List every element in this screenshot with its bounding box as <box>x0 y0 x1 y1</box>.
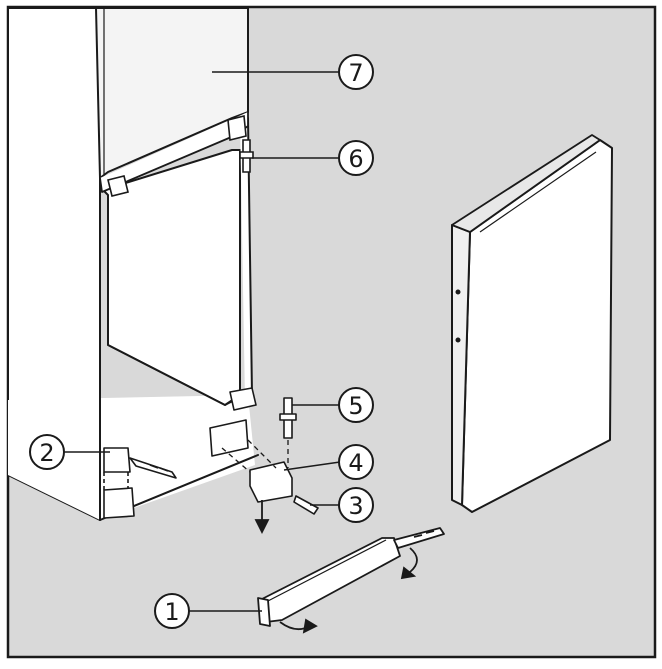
hinge-bracket-left-dash <box>103 472 129 490</box>
callout-label-3: 3 <box>348 492 363 520</box>
screw-3 <box>293 495 319 515</box>
callout-circle-7 <box>338 54 374 90</box>
door-hole-top <box>455 289 461 295</box>
dash-bracket-line <box>221 447 251 473</box>
callout-circle-4 <box>338 444 374 480</box>
detached-door-inner-edge <box>479 151 597 233</box>
callout-circle-1 <box>154 593 190 629</box>
cabinet-base <box>8 395 255 520</box>
rotate-arrow-right-curve <box>409 547 418 573</box>
down-arrow-head <box>254 519 270 535</box>
callout-circle-2 <box>29 434 65 470</box>
base-cover-end <box>257 597 271 627</box>
hinge-part-4 <box>249 461 293 503</box>
callout-circle-5 <box>338 387 374 423</box>
callout-7: 7 <box>212 54 374 90</box>
callout-label-5: 5 <box>348 392 363 420</box>
callout-label-7: 7 <box>348 59 363 87</box>
appliance-cabinet <box>7 7 259 521</box>
alignment-lines <box>221 439 289 473</box>
callout-label-4: 4 <box>348 449 363 477</box>
callout-4: 4 <box>283 444 374 480</box>
upper-hinge-pin-cap <box>239 151 254 159</box>
hinge-bracket-left <box>103 447 131 473</box>
rotate-arrow-left-head <box>302 618 318 634</box>
callout-circle-6 <box>338 140 374 176</box>
screwdriver-right-grip <box>413 530 435 538</box>
upper-hinge-pin <box>107 114 254 197</box>
base-cover <box>257 527 445 627</box>
callout-5: 5 <box>292 387 374 423</box>
door-hole-bottom <box>455 337 461 343</box>
hinge-block-top <box>229 387 257 411</box>
rotation-arrows <box>279 547 418 634</box>
hinge-pin-5-collar <box>279 413 297 421</box>
detached-door <box>451 134 613 513</box>
callout-1: 1 <box>154 593 262 629</box>
screwdriver-left-grip <box>149 464 169 472</box>
callout-6: 6 <box>252 140 374 176</box>
left-top-bracket <box>107 175 129 197</box>
callout-2: 2 <box>29 434 110 470</box>
hinge-bracket-right <box>209 419 249 457</box>
dash-hinge-line <box>247 439 277 469</box>
callout-label-2: 2 <box>39 439 54 467</box>
callout-label-1: 1 <box>164 598 179 626</box>
callout-circle-3 <box>338 487 374 523</box>
base-cover-top-edge <box>265 539 387 603</box>
callout-label-6: 6 <box>348 145 363 173</box>
down-arrow <box>254 500 270 535</box>
screwdriver-right <box>393 527 445 549</box>
leader-line-4 <box>283 461 341 471</box>
hinge-bracket-left-lower <box>103 487 135 519</box>
callout-3: 3 <box>310 487 374 523</box>
lower-hinge-assembly <box>103 387 319 519</box>
rotate-arrow-right-head <box>400 566 417 580</box>
upper-door <box>95 7 249 193</box>
detached-door-top <box>451 134 601 233</box>
upper-hinge-bracket <box>227 114 247 142</box>
